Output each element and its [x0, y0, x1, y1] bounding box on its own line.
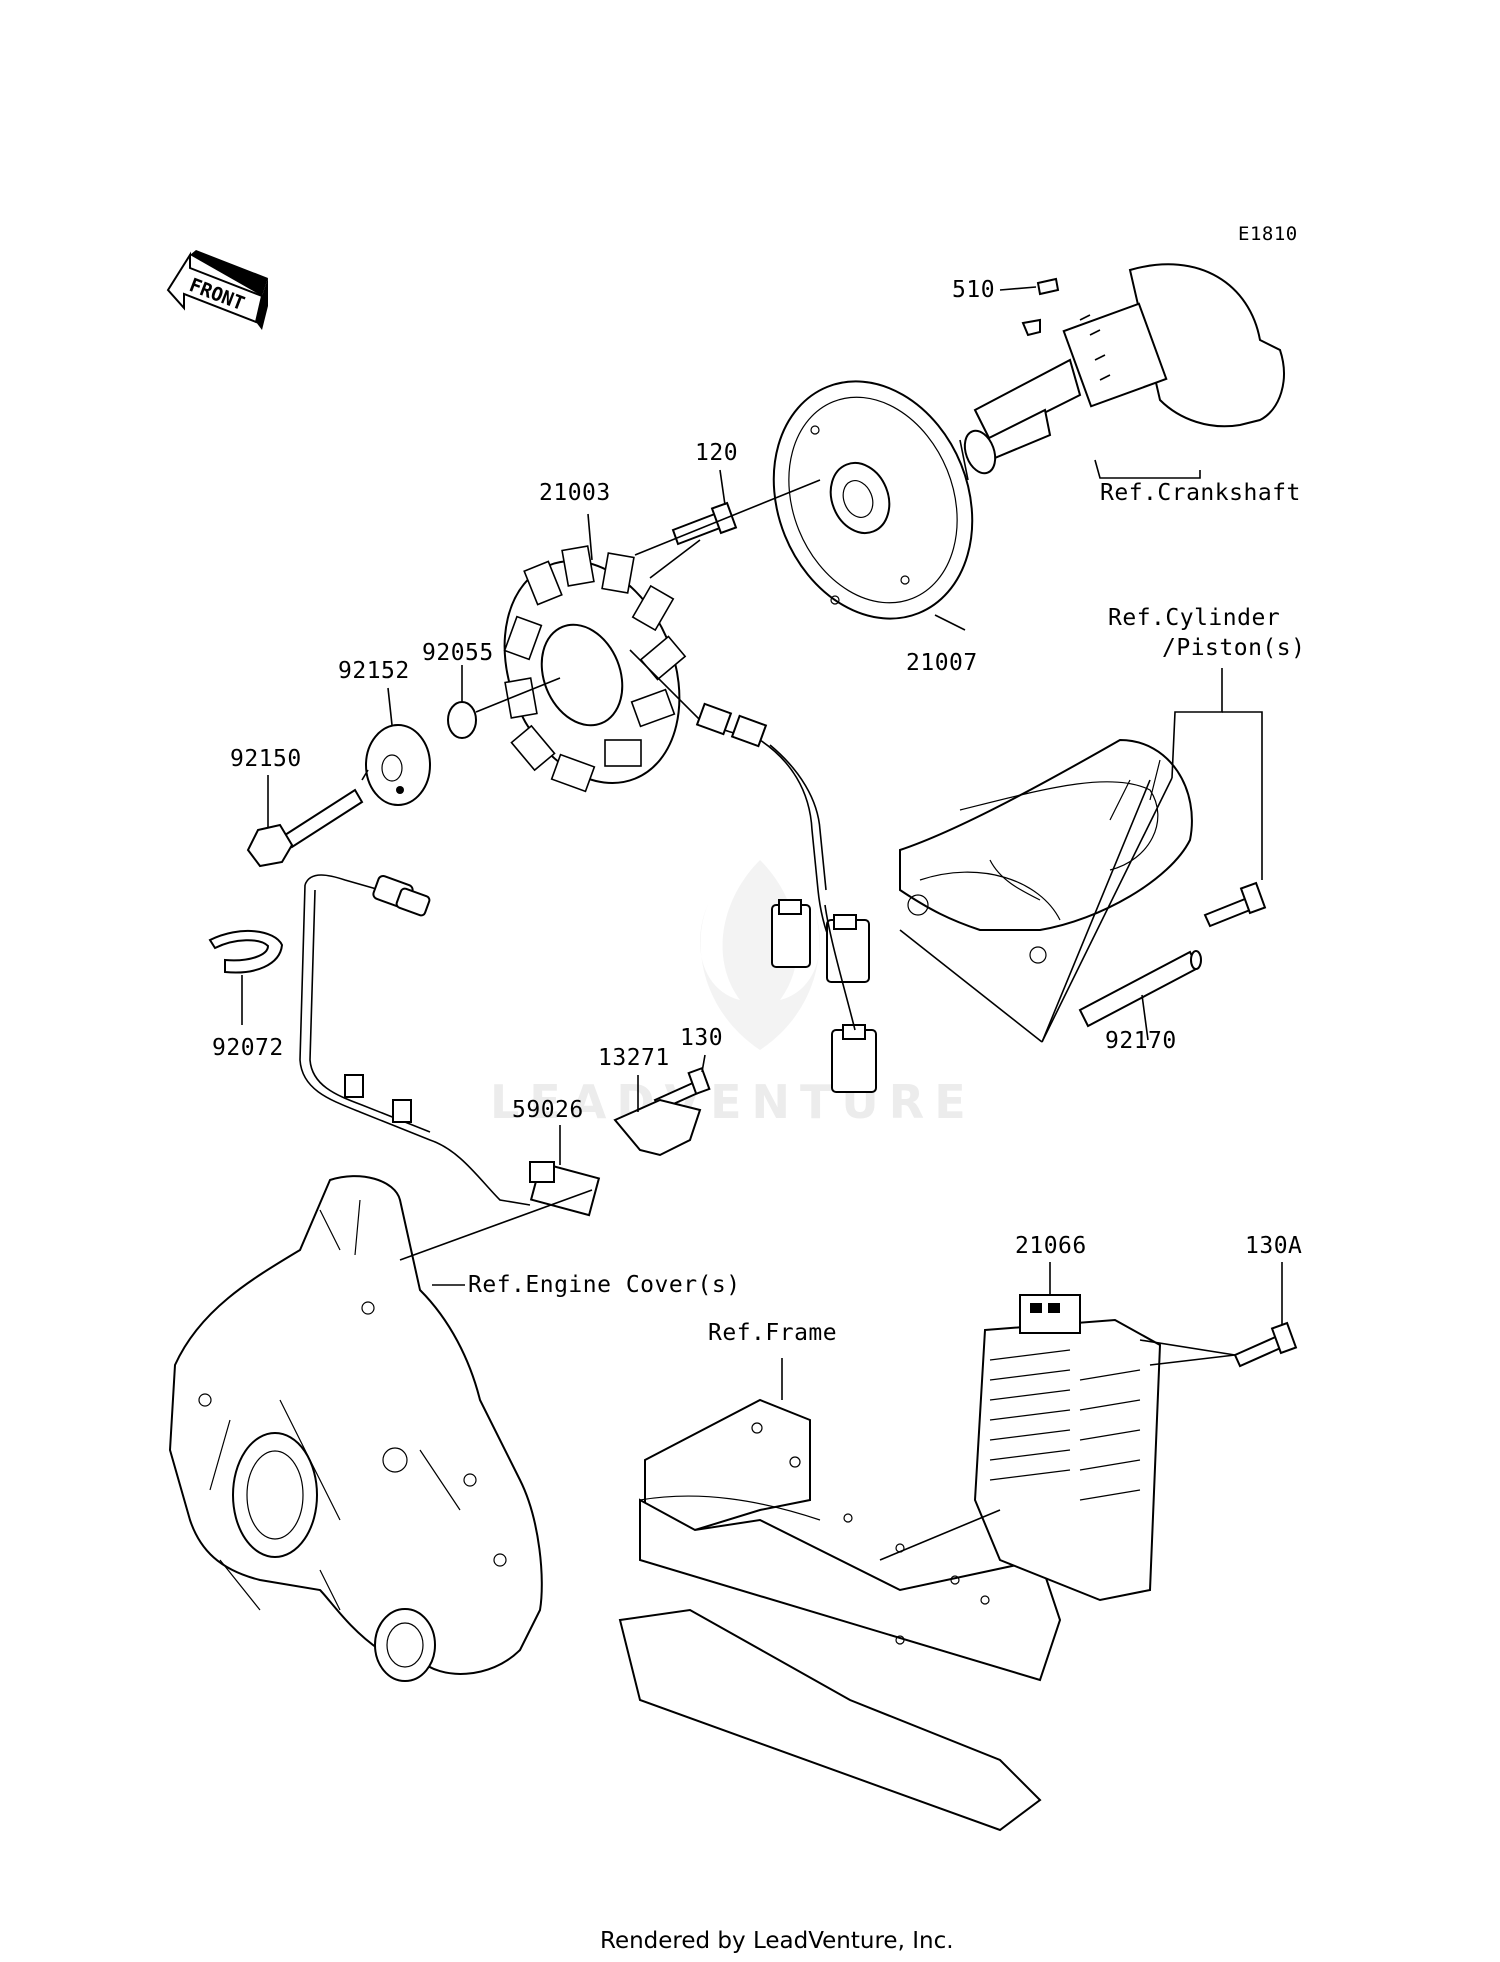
label-92072: 92072 — [212, 1035, 284, 1061]
flywheel-part — [772, 380, 974, 620]
bracket-13271-part — [613, 1098, 702, 1157]
frame-ref-part — [618, 1398, 1062, 1832]
label-92152: 92152 — [338, 658, 410, 684]
label-piston: /Piston(s) — [1162, 635, 1305, 661]
footer-credit: Rendered by LeadVenture, Inc. — [600, 1928, 954, 1954]
crankshaft-ref-part — [963, 263, 1285, 475]
stator-harness — [629, 649, 877, 1093]
label-ref-engine-cover: Ref.Engine Cover(s) — [468, 1272, 741, 1298]
label-130: 130 — [680, 1025, 723, 1051]
clamp-92072-part — [208, 929, 284, 974]
label-92150: 92150 — [230, 746, 302, 772]
label-ref-crankshaft: Ref.Crankshaft — [1100, 480, 1301, 506]
bolt-92150-part — [246, 788, 364, 868]
bolt-130A-part — [1233, 1321, 1298, 1368]
watermark: LEADVENTURE — [490, 1075, 976, 1129]
key-510-part — [1036, 277, 1060, 296]
label-ref-cylinder: Ref.Cylinder — [1108, 605, 1280, 631]
label-21066: 21066 — [1015, 1233, 1087, 1259]
label-21007: 21007 — [906, 650, 978, 676]
label-59026: 59026 — [512, 1097, 584, 1123]
washer-92152-part — [365, 724, 431, 806]
label-92170: 92170 — [1105, 1028, 1177, 1054]
label-13271: 13271 — [598, 1045, 670, 1071]
stator-part — [503, 545, 687, 793]
cylinder-ref-part — [899, 738, 1193, 964]
label-ref-frame: Ref.Frame — [708, 1320, 837, 1346]
regulator-part — [973, 1294, 1162, 1602]
label-92055: 92055 — [422, 640, 494, 666]
bolt-cylinder-part — [1203, 881, 1267, 928]
engine-cover-ref-part — [168, 1175, 543, 1682]
o-ring-part — [447, 701, 477, 739]
label-130A: 130A — [1245, 1233, 1302, 1259]
label-120: 120 — [695, 440, 738, 466]
leader-lines — [241, 286, 1283, 1561]
pin-92170-part — [1078, 950, 1202, 1028]
label-510: 510 — [952, 277, 995, 303]
bolt-120-part — [671, 501, 738, 546]
pickup-coil-harness — [299, 874, 601, 1217]
label-21003: 21003 — [539, 480, 611, 506]
diagram-code: E1810 — [1238, 223, 1298, 245]
front-arrow-icon: FRONT — [166, 250, 268, 330]
